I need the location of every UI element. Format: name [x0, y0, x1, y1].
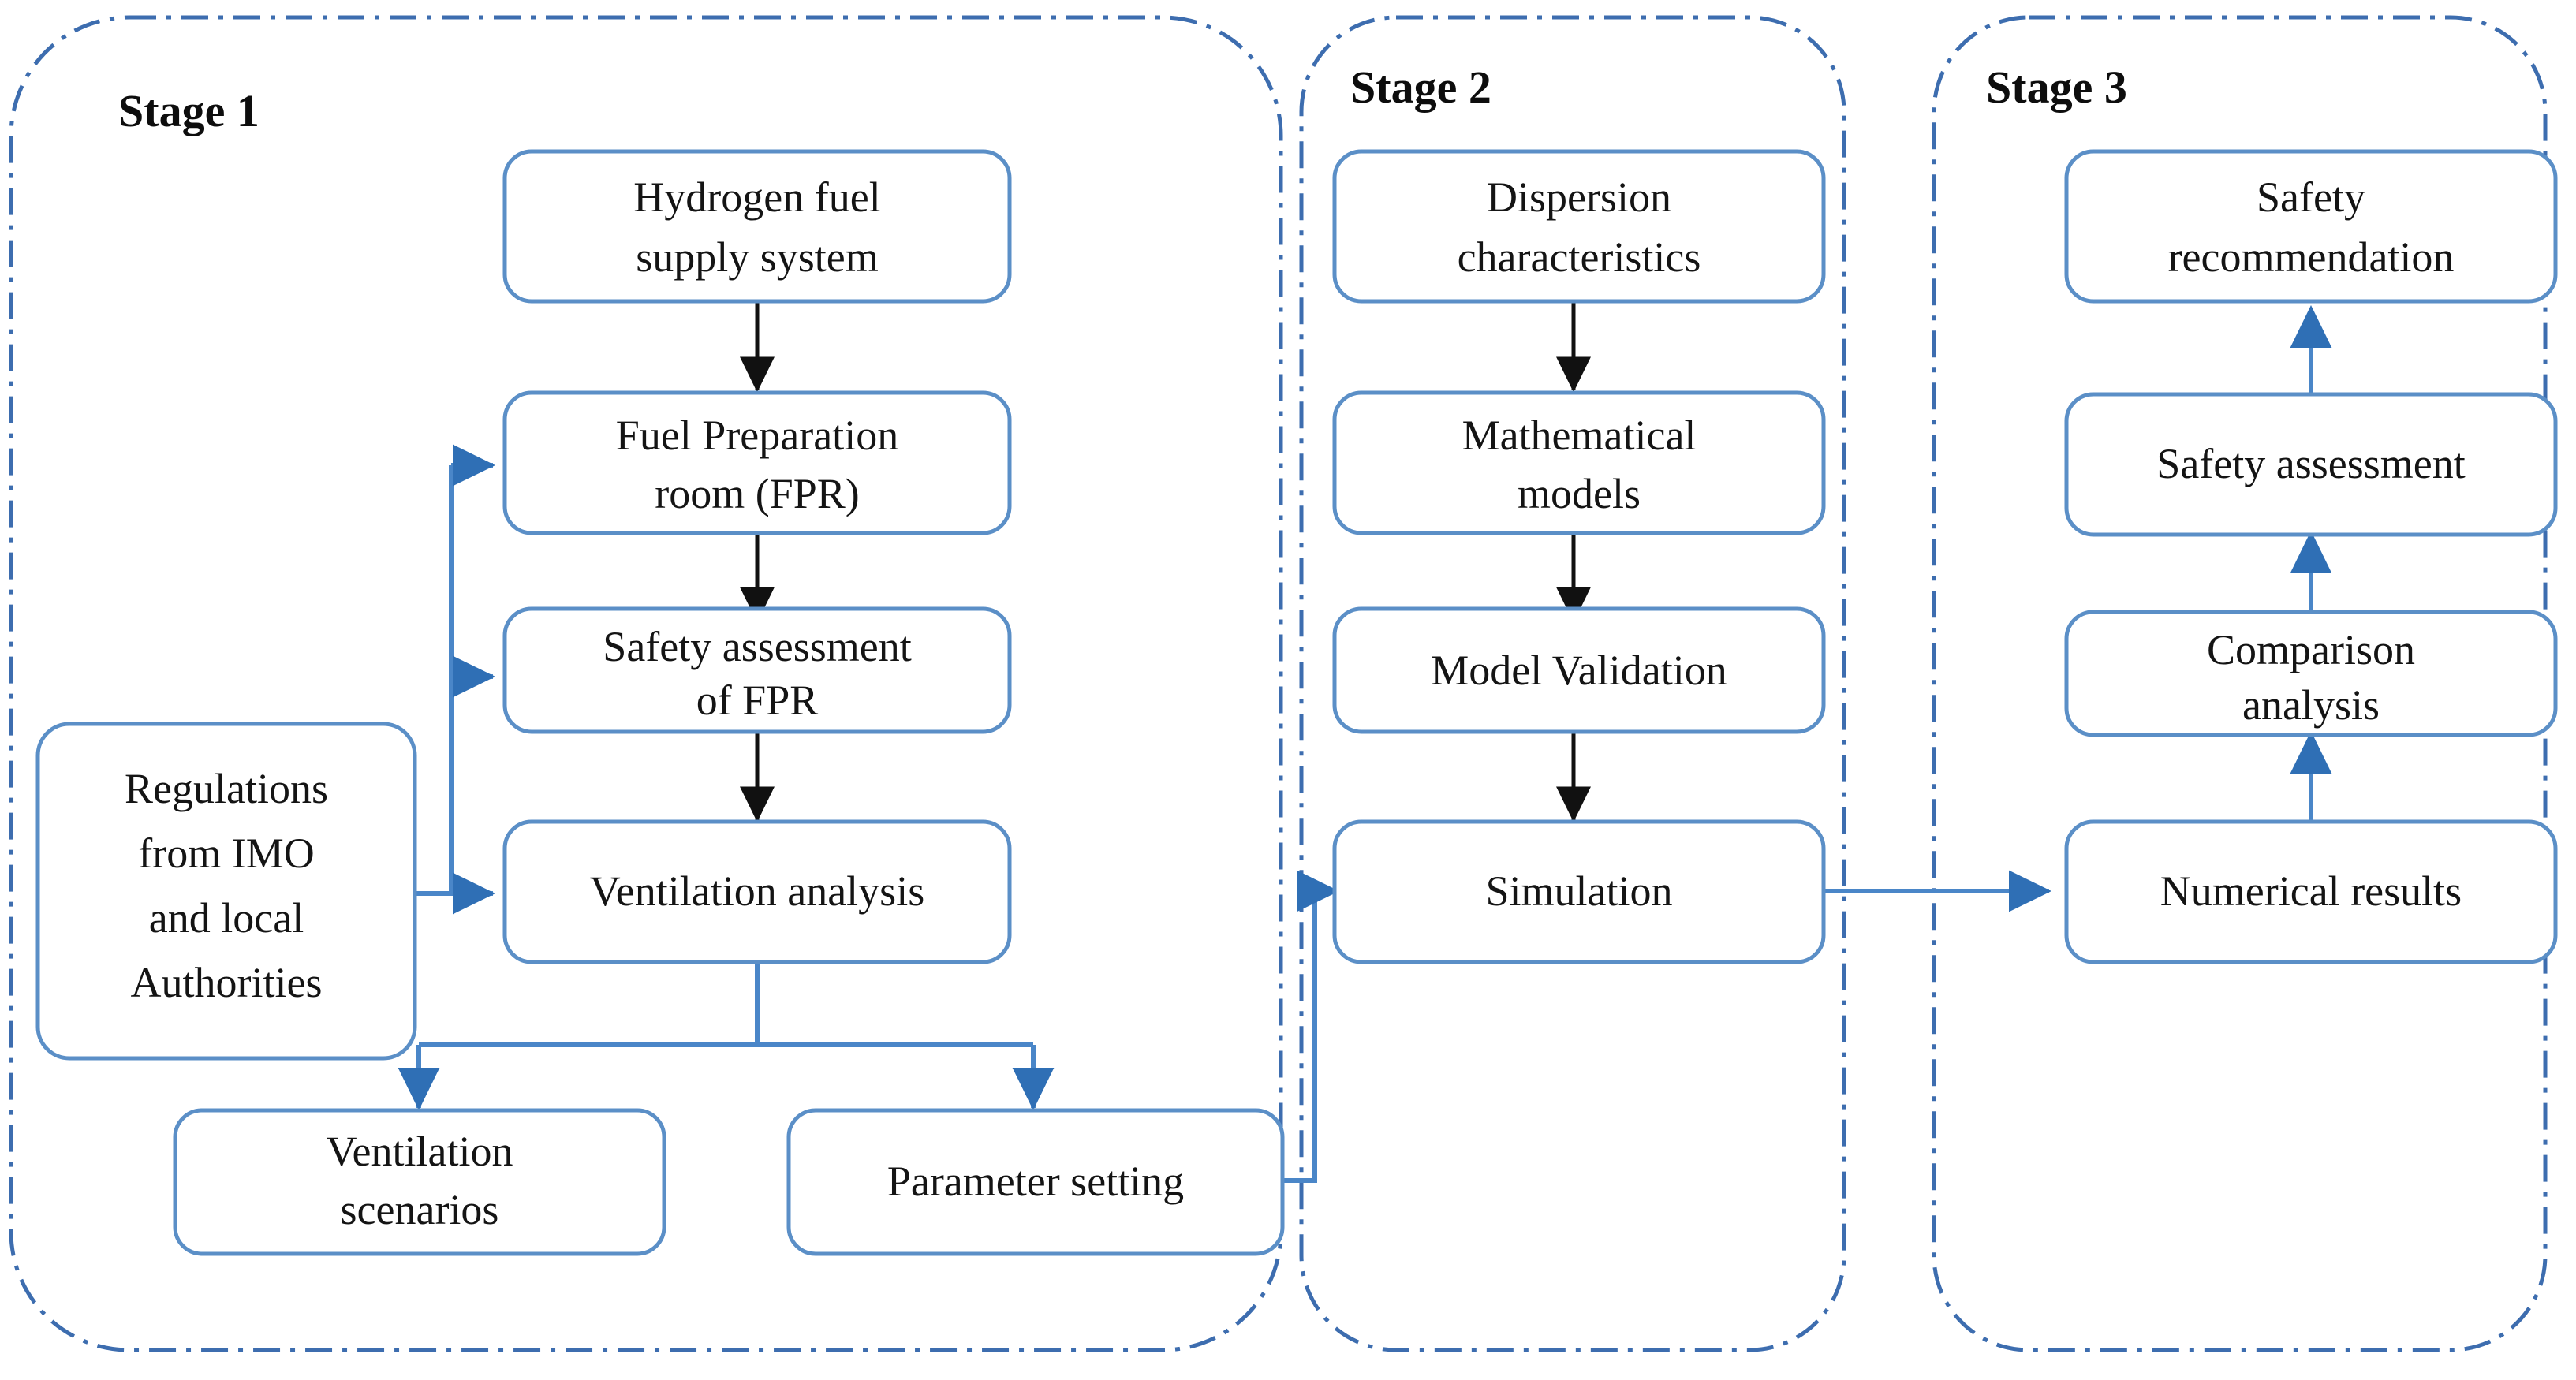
- node-regulations[interactable]: Regulations from IMO and local Authoriti…: [35, 722, 417, 1061]
- stage3-frame: [1932, 15, 2548, 1352]
- node-label-line1: Safety assessment: [2156, 440, 2465, 487]
- node-box[interactable]: [502, 149, 1012, 304]
- node-box[interactable]: [1332, 606, 1826, 734]
- node-box[interactable]: [35, 722, 417, 1061]
- node-label-line2: analysis: [2242, 681, 2380, 729]
- node-numerical-results[interactable]: Numerical results: [2064, 819, 2558, 964]
- node-box[interactable]: [502, 390, 1012, 535]
- node-box[interactable]: [1332, 149, 1826, 304]
- node-label-line1: Regulations: [125, 765, 328, 812]
- node-label-line2: models: [1518, 470, 1641, 517]
- node-label-line2: of FPR: [696, 677, 819, 724]
- node-dispersion-characteristics[interactable]: Dispersion characteristics: [1332, 149, 1826, 304]
- node-label-line1: Simulation: [1485, 867, 1672, 915]
- node-label-line1: Parameter setting: [887, 1158, 1184, 1205]
- node-safety-assessment-of-fpr[interactable]: Safety assessment of FPR: [502, 606, 1012, 734]
- node-box[interactable]: [2064, 149, 2558, 304]
- node-safety-assessment[interactable]: Safety assessment: [2064, 392, 2558, 537]
- node-box[interactable]: [2064, 392, 2558, 537]
- node-label-line1: Hydrogen fuel: [633, 173, 880, 221]
- node-label-line1: Comparison: [2207, 626, 2415, 673]
- node-label-line1: Mathematical: [1462, 412, 1697, 459]
- node-label-line1: Dispersion: [1487, 173, 1671, 221]
- node-label-line2: from IMO: [138, 830, 314, 877]
- node-label-line1: Fuel Preparation: [616, 412, 898, 459]
- stage2-frame: [1299, 15, 1846, 1352]
- node-simulation[interactable]: Simulation: [1332, 819, 1826, 964]
- node-label-line4: Authorities: [131, 959, 323, 1006]
- node-label-line2: recommendation: [2168, 233, 2455, 281]
- stage2-label: Stage 2: [1350, 62, 1491, 113]
- node-box[interactable]: [2064, 819, 2558, 964]
- node-label-line3: and local: [149, 894, 304, 942]
- node-label-line1: Ventilation: [327, 1128, 513, 1175]
- node-label-line1: Numerical results: [2160, 867, 2462, 915]
- node-parameter-setting[interactable]: Parameter setting: [786, 1108, 1285, 1256]
- node-box[interactable]: [2064, 610, 2558, 737]
- node-comparison-analysis[interactable]: Comparison analysis: [2064, 610, 2558, 737]
- node-label-line1: Safety: [2257, 173, 2365, 221]
- stage3-label: Stage 3: [1986, 62, 2127, 113]
- node-label-line2: scenarios: [341, 1186, 499, 1233]
- node-ventilation-analysis[interactable]: Ventilation analysis: [502, 819, 1012, 964]
- node-box[interactable]: [173, 1108, 666, 1256]
- node-safety-recommendation[interactable]: Safety recommendation: [2064, 149, 2558, 304]
- node-ventilation-scenarios[interactable]: Ventilation scenarios: [173, 1108, 666, 1256]
- stage1-label: Stage 1: [118, 85, 259, 136]
- node-fuel-preparation-room[interactable]: Fuel Preparation room (FPR): [502, 390, 1012, 535]
- node-label-line1: Model Validation: [1431, 647, 1727, 694]
- node-box[interactable]: [1332, 819, 1826, 964]
- node-model-validation[interactable]: Model Validation: [1332, 606, 1826, 734]
- node-box[interactable]: [502, 819, 1012, 964]
- node-label-line2: supply system: [636, 233, 879, 281]
- node-box[interactable]: [786, 1108, 1285, 1256]
- edge-parameter-setting-to-simulation: [1282, 870, 1339, 1183]
- node-box[interactable]: [502, 606, 1012, 734]
- node-label-line1: Safety assessment: [603, 623, 911, 670]
- node-label-line1: Ventilation analysis: [590, 867, 924, 915]
- node-mathematical-models[interactable]: Mathematical models: [1332, 390, 1826, 535]
- node-label-line2: characteristics: [1458, 233, 1701, 281]
- edge-regulations-trunk: [414, 465, 454, 896]
- node-box[interactable]: [1332, 390, 1826, 535]
- node-hydrogen-fuel-supply-system[interactable]: Hydrogen fuel supply system: [502, 149, 1012, 304]
- node-label-line2: room (FPR): [655, 470, 860, 517]
